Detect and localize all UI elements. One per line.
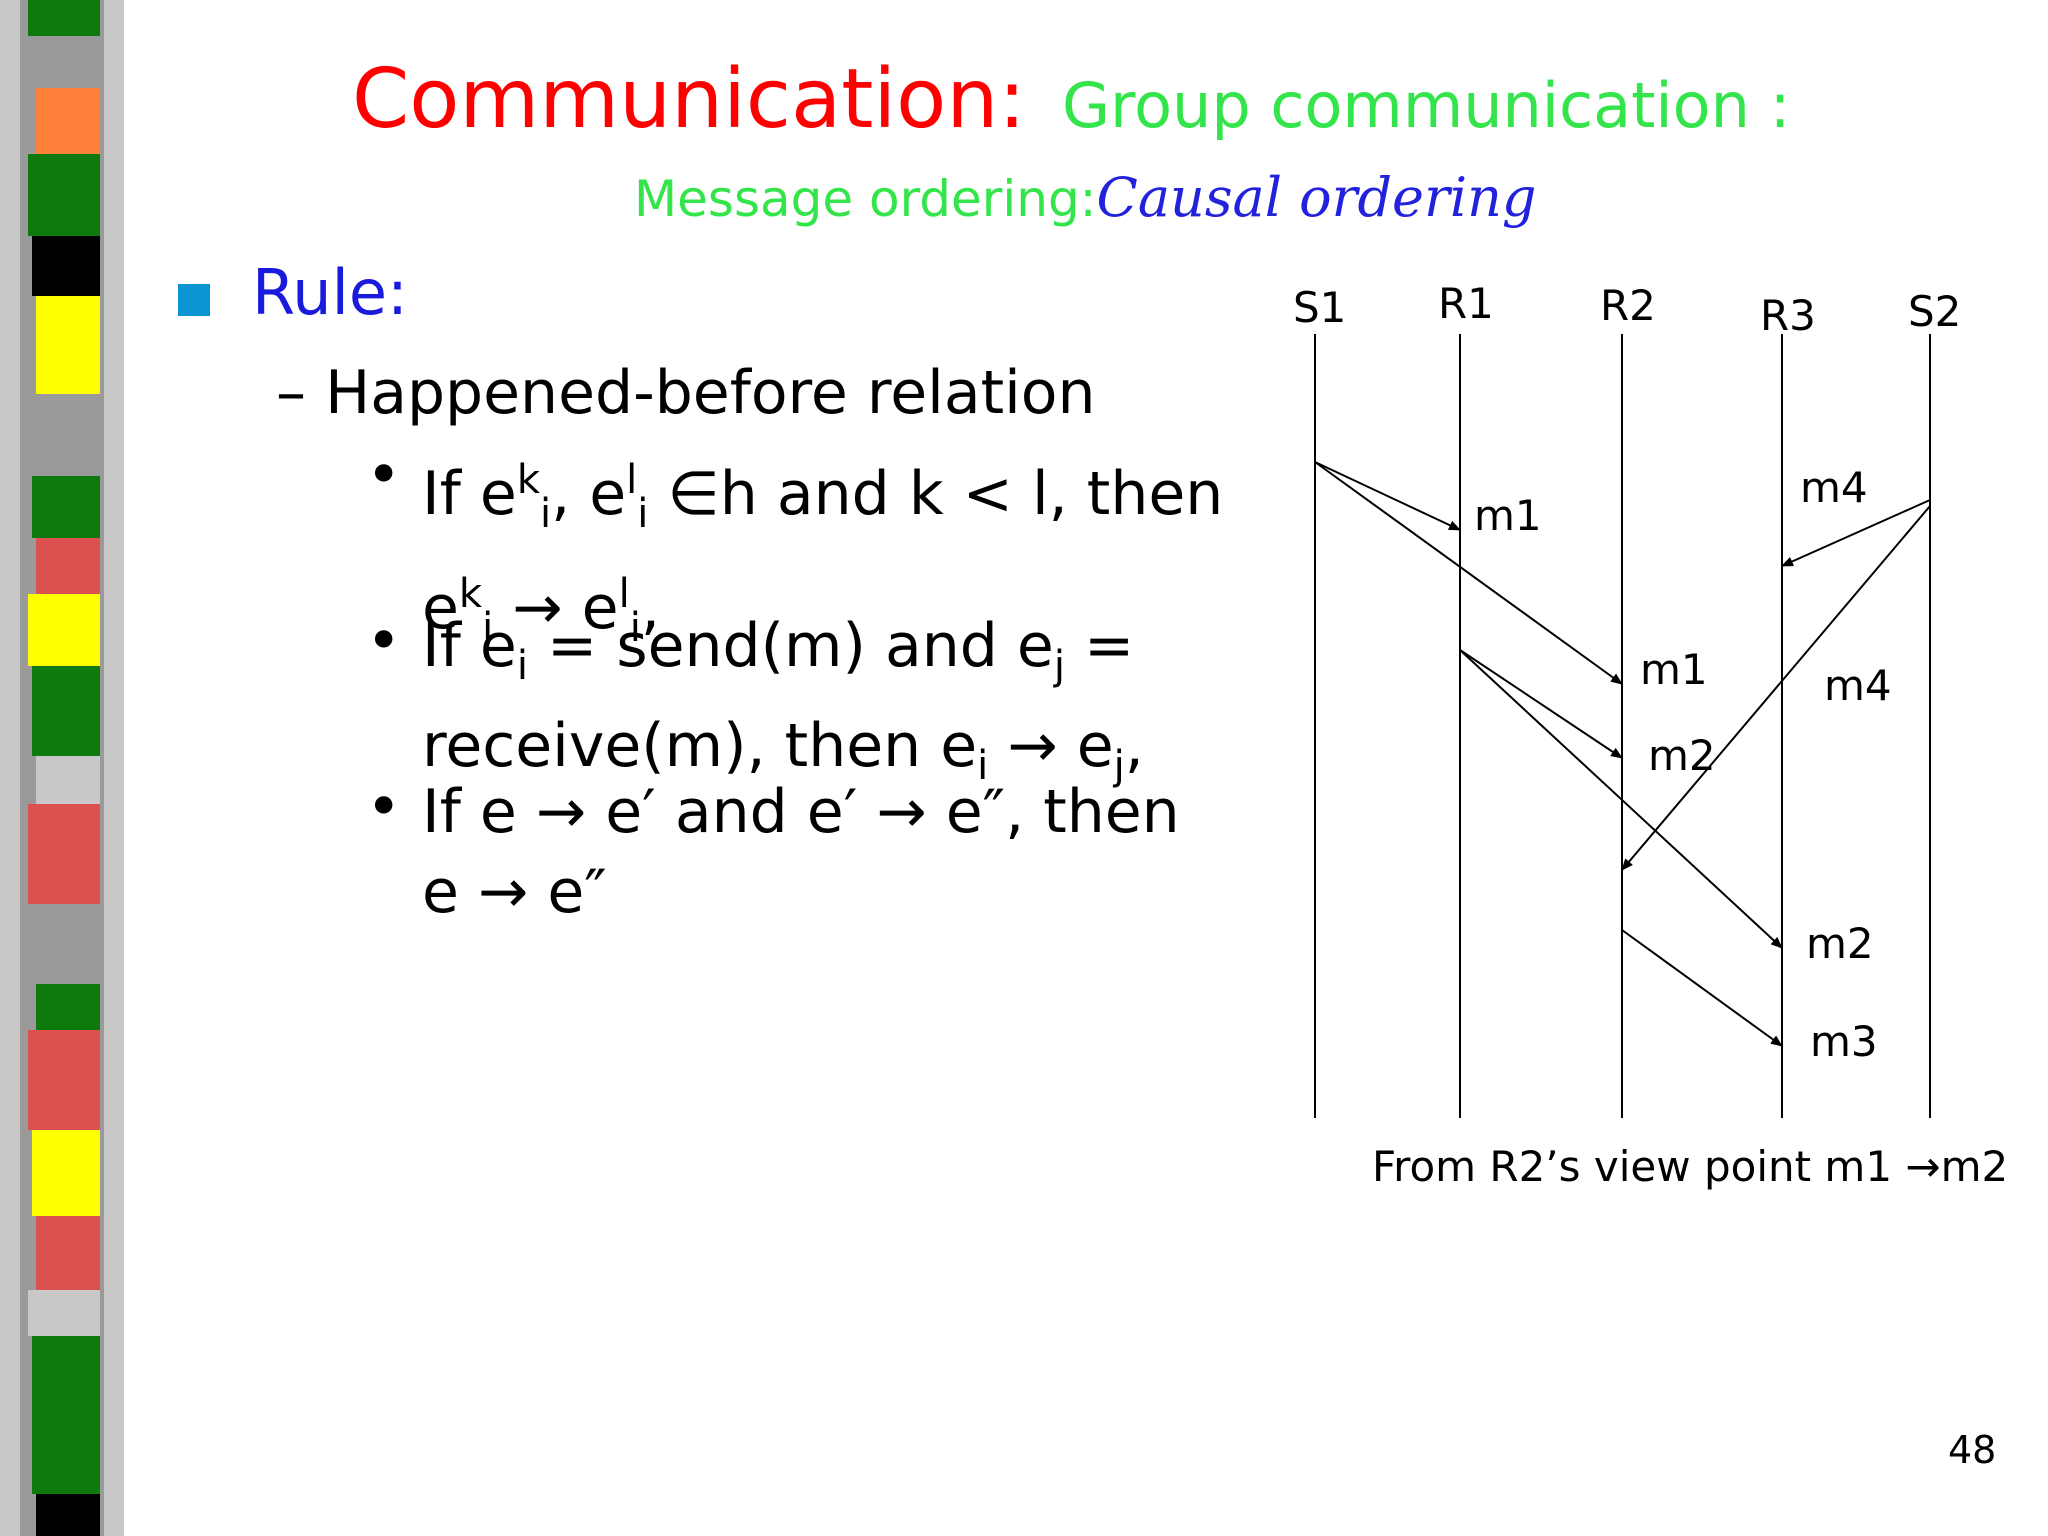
bullet-2-line-1: If ei = send(m) and ej = [422,606,1144,706]
message-label-m1: m1 [1474,491,1542,540]
bullet-text-segment: e → e″ [422,857,607,927]
bullet-text-segment: i [629,605,641,651]
message-label-m2: m2 [1648,731,1716,780]
bullet-dot-3: • [366,772,402,842]
title-main: Communication: [352,52,1026,147]
bullet-text-segment: If e → e′ and e′ → e″, then [422,777,1180,847]
slide-title: Communication: Group communication : [352,52,1790,147]
stripe-block [32,666,100,756]
stripe-block [36,984,100,1030]
stripe-block [32,476,100,538]
bullet-text-segment: e [422,573,459,643]
dash-item-happened-before: – Happened-before relation [276,358,1096,428]
bullet-2-line-2: receive(m), then ei → ej, [422,706,1144,806]
slide-subtitle: Message ordering:Causal ordering [634,166,1536,229]
message-arrows: m1 m1 m2 m2 m3 m4 m4 [1314,461,1931,1066]
bullet-text-segment: If e [422,459,517,529]
message-label-m3: m3 [1810,1017,1878,1066]
bullet-text-segment: i [516,643,528,689]
stripe-block [36,1494,100,1536]
message-arrow-m1 [1314,461,1461,531]
page-number: 48 [1948,1428,1997,1472]
bullet-text-segment: receive(m), then e [422,711,978,781]
bullet-3-line-2: e → e″ [422,852,1180,932]
bullet-text-segment: = send(m) and e [527,611,1054,681]
bullet-text-segment: j [1053,643,1065,689]
bullet-text-segment: → e [988,711,1114,781]
bullet-3: If e → e′ and e′ → e″, then e → e″ [422,772,1180,932]
bullet-text-segment: i [977,743,989,789]
stripe-block [28,804,100,904]
message-label-m1: m1 [1640,645,1708,694]
bullet-text-segment: , [640,573,660,643]
bullet-text-segment: j [1113,743,1125,789]
stripe-block [32,904,100,984]
message-arrow-m4 [1781,499,1931,567]
subtitle-italic: Causal ordering [1096,166,1537,229]
stripe-block [28,594,100,666]
stripe-block [36,538,100,594]
stripe-block [36,296,100,394]
stripe-block [36,88,100,154]
stripe-block [32,36,100,88]
stripe-block [32,1130,100,1216]
bullet-text-segment: i [482,605,494,651]
stripe-block [36,756,100,804]
stripe-block [28,1030,100,1130]
stripe-blocks [28,0,100,1536]
bullet-text-segment: , [1124,711,1144,781]
process-label-r2: R2 [1600,281,1656,330]
bullet-dot-1: • [366,440,402,510]
bullet-text-segment: k [458,571,483,617]
bullet-2: If ei = send(m) and ej =receive(m), then… [422,606,1144,806]
message-arrow-m2 [1459,649,1623,759]
process-label-s2: S2 [1908,287,1961,336]
decorative-stripe-bar [0,0,124,1536]
message-label-m4: m4 [1824,661,1892,710]
bullet-1-line-1: If eki, eli ∈h and k < l, then [422,440,1223,554]
process-label-r1: R1 [1438,279,1494,328]
bullet-1-line-2: eki → eli, [422,554,1223,668]
bullet-text-segment: ∈h and k < l, then [648,459,1224,529]
bullet-text-segment: If e [422,611,517,681]
title-sub: Group communication : [1061,69,1791,142]
message-arrow-m3 [1621,929,1783,1047]
process-label-r3: R3 [1760,291,1816,340]
diagram-caption: From R2’s view point m1 →m2 [1372,1142,2009,1191]
stripe-block [28,394,100,476]
bullet-text-segment: i [637,491,649,537]
message-arrow-m2 [1459,649,1783,949]
stripe-block [28,1290,100,1336]
message-arrow-m1 [1314,461,1623,685]
stripe-block [36,1216,100,1290]
message-label-m2: m2 [1806,919,1874,968]
stripe-block [28,0,100,36]
stripe-block [32,236,100,296]
subtitle-plain: Message ordering: [634,170,1097,228]
bullet-text-segment: k [516,457,540,503]
process-label-s1: S1 [1293,283,1346,332]
stripe-block [28,154,100,236]
bullet-text-segment: = [1064,611,1135,681]
rule-label: Rule: [252,256,408,329]
process-timelines: S1 R1 R2 R3 S2 [1293,279,1961,1118]
bullet-dot-2: • [366,606,402,676]
bullet-text-segment: l [626,457,638,503]
message-arrow-m4 [1621,505,1931,871]
bullet-text-segment: , e [551,459,627,529]
message-label-m4: m4 [1800,463,1868,512]
bullet-text-segment: l [618,571,630,617]
bullet-square-icon [178,284,210,316]
stripe-block [32,1336,100,1494]
bullet-text-segment: → e [493,573,619,643]
bullet-text-segment: i [539,491,552,537]
bullet-3-line-1: If e → e′ and e′ → e″, then [422,772,1180,852]
